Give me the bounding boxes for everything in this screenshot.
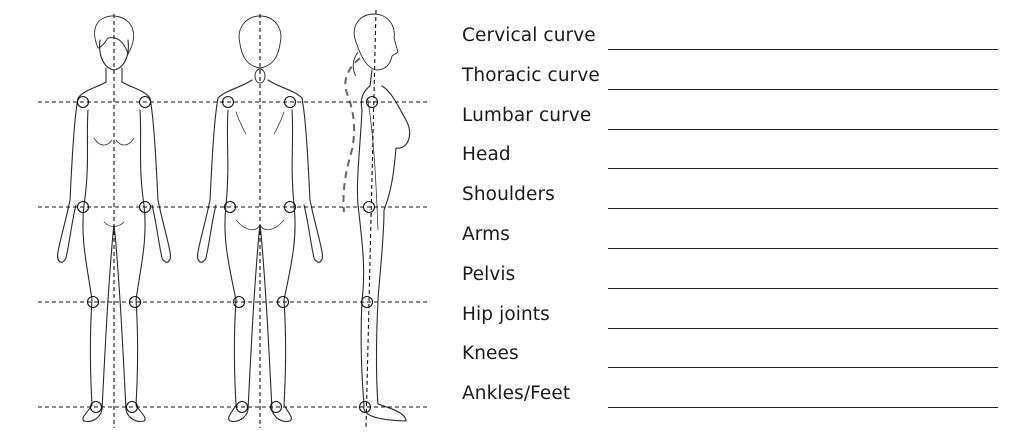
row-label: Head bbox=[462, 144, 511, 166]
answer-line[interactable] bbox=[608, 208, 998, 210]
answer-line[interactable] bbox=[608, 407, 998, 409]
joint-marker bbox=[360, 295, 374, 309]
joint-marker bbox=[358, 400, 372, 414]
row-label: Thoracic curve bbox=[462, 64, 600, 86]
answer-line[interactable] bbox=[608, 49, 998, 50]
joint-markers bbox=[76, 95, 379, 414]
joint-marker bbox=[128, 295, 142, 309]
row-label: Cervical curve bbox=[462, 25, 596, 46]
side-hair bbox=[353, 13, 399, 71]
assessment-form: Cervical curve Thoracic curve Lumbar cur… bbox=[462, 21, 998, 419]
posture-figures bbox=[38, 9, 430, 429]
side-view-figure bbox=[342, 13, 411, 422]
joint-marker bbox=[76, 200, 90, 214]
joint-marker bbox=[86, 295, 100, 309]
form-row-hip-joints: Hip joints bbox=[462, 300, 998, 340]
row-label: Ankles/Feet bbox=[462, 383, 571, 405]
row-label: Arms bbox=[462, 223, 510, 245]
front-view-figure bbox=[57, 15, 171, 422]
joint-marker bbox=[125, 400, 139, 414]
row-label: Pelvis bbox=[462, 263, 516, 285]
answer-line[interactable] bbox=[608, 287, 998, 289]
joint-marker bbox=[283, 95, 297, 109]
form-row-shoulders: Shoulders bbox=[462, 180, 998, 220]
joint-marker bbox=[269, 400, 283, 414]
joint-marker bbox=[221, 95, 235, 109]
vertical-line-side bbox=[365, 9, 377, 429]
joint-marker bbox=[138, 95, 152, 109]
form-row-lumbar-curve: Lumbar curve bbox=[462, 101, 998, 141]
joint-marker bbox=[76, 95, 90, 109]
back-hair bbox=[238, 15, 282, 69]
joint-marker bbox=[276, 295, 290, 309]
answer-line[interactable] bbox=[608, 247, 998, 249]
joint-marker bbox=[283, 200, 297, 214]
joint-marker bbox=[232, 295, 246, 309]
answer-line[interactable] bbox=[608, 367, 998, 369]
joint-marker bbox=[235, 400, 249, 414]
front-hair bbox=[94, 15, 135, 56]
row-label: Knees bbox=[462, 343, 519, 365]
form-row-ankles-feet: Ankles/Feet bbox=[462, 379, 998, 419]
joint-marker bbox=[223, 200, 237, 214]
row-label: Hip joints bbox=[462, 303, 550, 325]
form-row-knees: Knees bbox=[462, 339, 998, 379]
form-row-head: Head bbox=[462, 140, 998, 180]
form-row-cervical-curve: Cervical curve bbox=[462, 21, 998, 61]
answer-line[interactable] bbox=[608, 327, 998, 329]
form-row-arms: Arms bbox=[462, 220, 998, 260]
joint-marker bbox=[365, 95, 379, 109]
row-label: Shoulders bbox=[462, 184, 555, 206]
joint-marker bbox=[362, 200, 376, 214]
answer-line[interactable] bbox=[608, 128, 998, 130]
row-label: Lumbar curve bbox=[462, 104, 592, 126]
form-row-pelvis: Pelvis bbox=[462, 260, 998, 300]
answer-line[interactable] bbox=[608, 88, 998, 90]
joint-marker bbox=[89, 400, 103, 414]
answer-line[interactable] bbox=[608, 168, 998, 170]
form-row-thoracic-curve: Thoracic curve bbox=[462, 61, 998, 101]
joint-marker bbox=[138, 200, 152, 214]
